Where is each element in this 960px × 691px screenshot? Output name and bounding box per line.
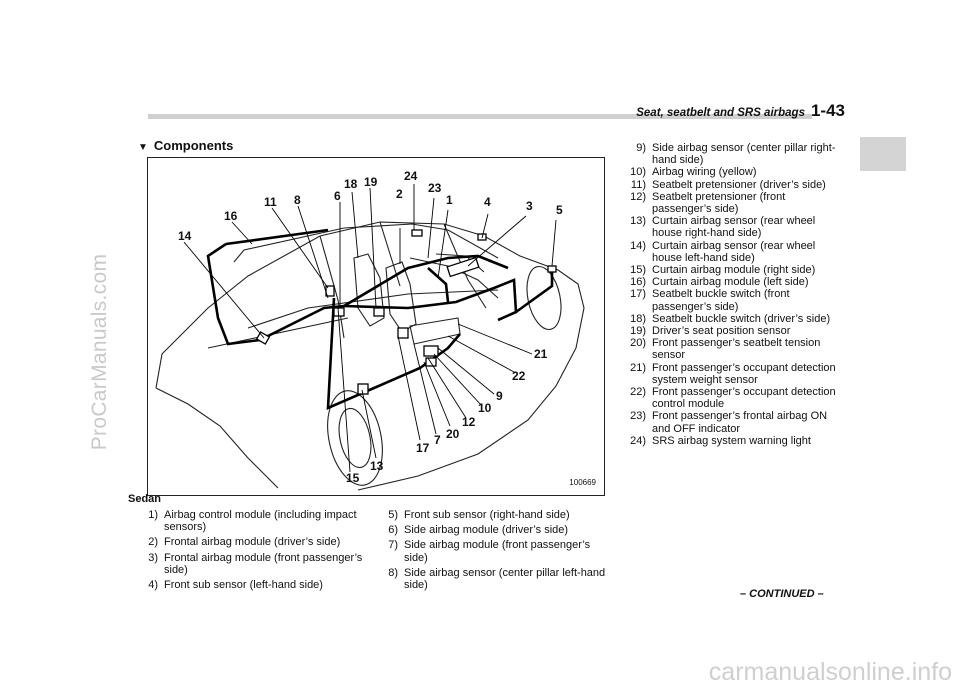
header-title: Seat, seatbelt and SRS airbags xyxy=(636,107,805,119)
legend-list-left: 1)Airbag control module (including impac… xyxy=(128,509,364,591)
callout-17: 17 xyxy=(416,441,430,455)
front-wheel xyxy=(526,265,562,331)
list-item: 3)Frontal airbag module (front passenger… xyxy=(148,551,363,576)
list-item: 8)Side airbag sensor (center pillar left… xyxy=(388,566,606,592)
passenger-seat xyxy=(385,261,417,333)
list-item: 15)Curtain airbag module (right side) xyxy=(630,264,816,277)
callout-4: 4 xyxy=(484,195,491,209)
section-title: Components xyxy=(153,138,234,153)
components-figure: 14 16 11 8 6 18 19 2 24 23 1 4 3 5 21 22… xyxy=(147,157,605,496)
page-number: 1-43 xyxy=(810,101,845,120)
callout-22: 22 xyxy=(512,369,526,383)
callout-2: 2 xyxy=(396,187,403,201)
continued-note: – CONTINUED – xyxy=(740,588,824,600)
callout-1: 1 xyxy=(446,193,453,207)
callout-21: 21 xyxy=(534,347,548,361)
callout-19: 19 xyxy=(364,175,378,189)
header-rule xyxy=(148,114,812,119)
list-item: 21)Front passenger’s occupant detection … xyxy=(630,361,836,386)
airbag-wiring-harness xyxy=(206,228,554,411)
callout-3: 3 xyxy=(526,199,533,213)
callout-23: 23 xyxy=(428,181,442,195)
callout-9: 9 xyxy=(496,389,503,403)
callout-20: 20 xyxy=(446,427,460,441)
list-item: 7)Side airbag module (front passenger’s … xyxy=(388,539,591,564)
section-heading: ▼ Components xyxy=(138,138,233,153)
car-body-outline xyxy=(155,221,585,491)
callout-10: 10 xyxy=(478,401,492,415)
triangle-marker-icon: ▼ xyxy=(138,142,148,153)
callout-24: 24 xyxy=(404,169,418,183)
rear-bumper xyxy=(155,387,279,489)
list-item: 9)Side airbag sensor (center pillar righ… xyxy=(636,142,836,167)
figure-caption: Sedan xyxy=(128,493,162,505)
callout-18: 18 xyxy=(344,177,358,191)
rear-wheel xyxy=(327,390,383,486)
chapter-tab xyxy=(860,137,906,171)
list-item: 13)Curtain airbag sensor (rear wheel hou… xyxy=(630,215,816,240)
page-header: Seat, seatbelt and SRS airbags 1-43 xyxy=(600,101,845,121)
list-item: 11)Seatbelt pretensioner (driver’s side) xyxy=(630,178,826,191)
list-item: 22)Front passenger’s occupant detection … xyxy=(630,386,836,411)
callout-16: 16 xyxy=(224,209,238,223)
callout-11: 11 xyxy=(264,195,277,209)
list-item: 23)Front passenger’s frontal airbag ON a… xyxy=(630,410,828,435)
legend-list-middle: 5)Front sub sensor (right-hand side) 6)S… xyxy=(378,509,608,591)
list-item: 1)Airbag control module (including impac… xyxy=(148,509,357,534)
car-components-diagram: 14 16 11 8 6 18 19 2 24 23 1 4 3 5 21 22… xyxy=(155,169,585,491)
list-item: 6)Side airbag module (driver’s side) xyxy=(388,524,569,537)
callout-13: 13 xyxy=(370,459,384,473)
list-item: 2)Frontal airbag module (driver’s side) xyxy=(148,536,341,549)
list-item: 18)Seatbelt buckle switch (driver’s side… xyxy=(630,312,831,325)
legend-list-right: 9)Side airbag sensor (center pillar righ… xyxy=(620,142,846,447)
watermark-carmanualsonline: carmanualsonline.info xyxy=(708,658,952,686)
figure-id: 100669 xyxy=(569,478,596,487)
callout-14: 14 xyxy=(178,229,192,243)
list-item: 10)Airbag wiring (yellow) xyxy=(630,166,757,179)
list-item: 14)Curtain airbag sensor (rear wheel hou… xyxy=(630,239,816,264)
callout-7: 7 xyxy=(434,433,441,447)
callout-6: 6 xyxy=(334,189,341,203)
list-item: 12)Seatbelt pretensioner (front passenge… xyxy=(630,190,786,216)
list-item: 4)Front sub sensor (left-hand side) xyxy=(148,579,323,592)
driver-seat xyxy=(353,253,385,327)
list-item: 5)Front sub sensor (right-hand side) xyxy=(388,509,570,521)
callout-labels: 14 16 11 8 6 18 19 2 24 23 1 4 3 5 21 22… xyxy=(178,169,563,485)
callout-5: 5 xyxy=(556,203,563,217)
list-item: 16)Curtain airbag module (left side) xyxy=(630,276,809,289)
list-item: 24)SRS airbag system warning light xyxy=(630,434,811,447)
callout-12: 12 xyxy=(462,415,476,429)
list-item: 20)Front passenger’s seatbelt tension se… xyxy=(630,337,821,362)
watermark-procarmanuals: ProCarManuals.com xyxy=(88,253,111,451)
list-item: 17)Seatbelt buckle switch (front passeng… xyxy=(630,288,790,313)
list-item: 19)Driver’s seat position sensor xyxy=(630,325,791,338)
callout-8: 8 xyxy=(294,193,301,207)
callout-15: 15 xyxy=(346,471,360,485)
